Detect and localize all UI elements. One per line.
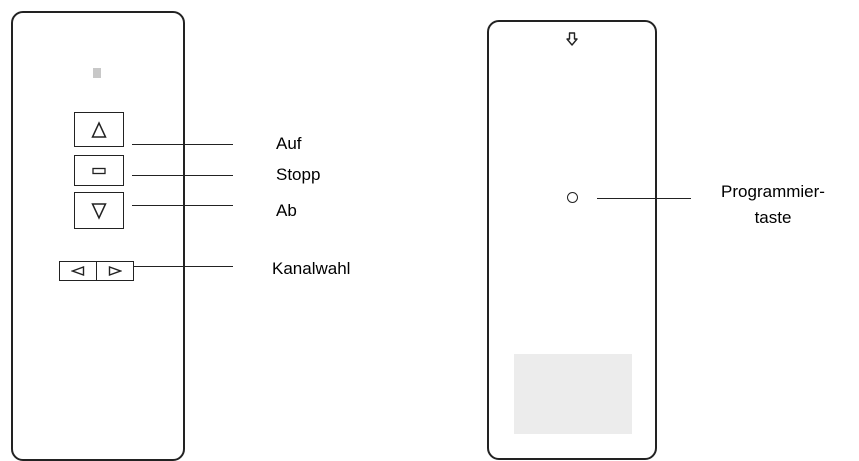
label-channel: Kanalwahl <box>272 259 351 278</box>
label-down: Ab <box>276 201 297 220</box>
arrow-down-icon <box>566 32 578 51</box>
label-program-line1: Programmier- <box>721 182 825 201</box>
program-button[interactable] <box>567 192 578 203</box>
channel-select-buttons <box>59 261 134 281</box>
triangle-up-icon <box>91 120 107 138</box>
triangle-right-icon <box>108 266 122 276</box>
label-program: Programmier- taste <box>716 182 830 228</box>
status-led <box>93 68 101 78</box>
leader-line-stop <box>132 175 233 176</box>
leader-line-up <box>132 144 233 145</box>
triangle-left-icon <box>70 266 84 276</box>
channel-right-button[interactable] <box>96 261 134 281</box>
label-up: Auf <box>276 134 302 153</box>
leader-line-program <box>597 198 691 199</box>
leader-line-channel <box>134 266 233 267</box>
stop-bar-icon <box>92 167 106 174</box>
label-area <box>514 354 632 434</box>
label-program-line2: taste <box>754 208 792 227</box>
leader-line-down <box>132 205 233 206</box>
remote-front-housing <box>11 11 185 461</box>
down-button[interactable] <box>74 192 124 229</box>
up-button[interactable] <box>74 112 124 147</box>
channel-left-button[interactable] <box>59 261 97 281</box>
triangle-down-icon <box>91 202 107 220</box>
stop-button[interactable] <box>74 155 124 186</box>
label-stop: Stopp <box>276 165 321 184</box>
